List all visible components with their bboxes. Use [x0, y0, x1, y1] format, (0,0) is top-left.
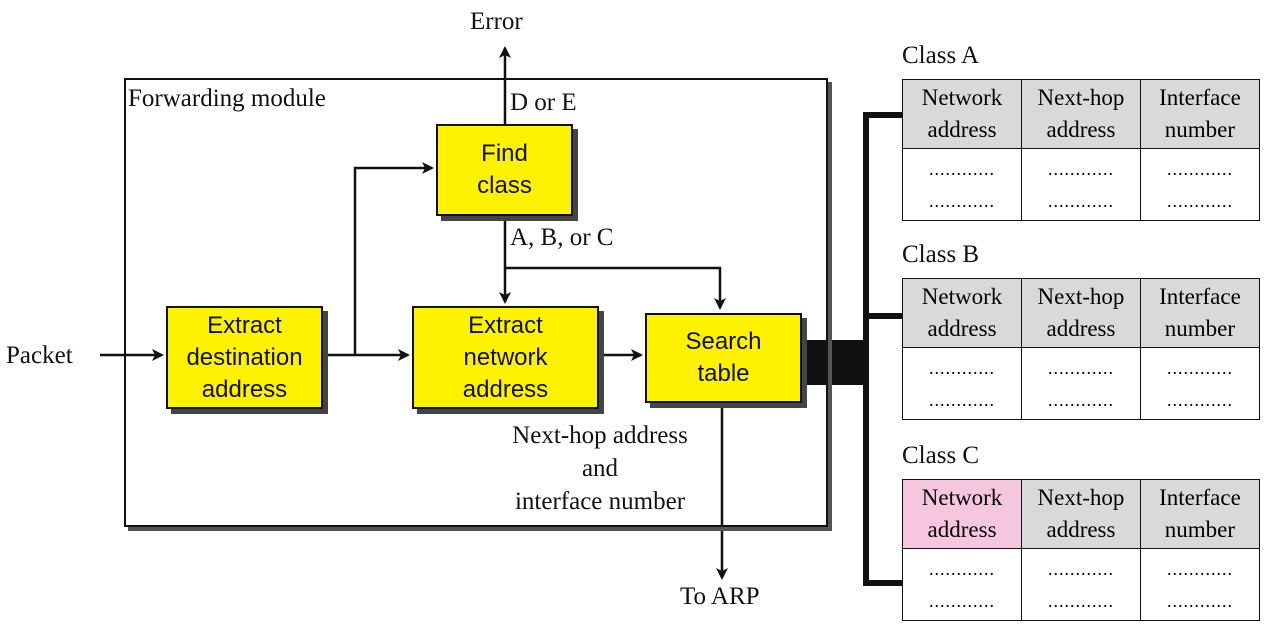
- class-b-cell: ............ ............: [1139, 347, 1261, 420]
- packet-label: Packet: [6, 342, 73, 369]
- extract-network-text: Extract network address: [462, 311, 549, 403]
- class-a-title: Class A: [902, 42, 980, 69]
- class-a-network-header: Network address: [901, 79, 1023, 149]
- class-a-cell: ............ ............: [901, 148, 1023, 221]
- forwarding-module-label: Forwarding module: [128, 85, 326, 112]
- d-or-e-label: D or E: [510, 89, 577, 116]
- class-a-table: Network address Next-hop address Interfa…: [901, 79, 1261, 221]
- class-a-cell: ............ ............: [1021, 148, 1141, 221]
- class-b-table: Network address Next-hop address Interfa…: [901, 278, 1261, 420]
- extract-destination-box: Extract destination address: [166, 306, 323, 409]
- forwarding-module-frame: [124, 78, 828, 527]
- bus-vertical: [863, 112, 902, 586]
- search-table-text: Search table: [685, 328, 762, 387]
- class-b-title: Class B: [902, 241, 980, 268]
- class-a-nexthop-header: Next-hop address: [1021, 79, 1141, 149]
- class-a-cell: ............ ............: [1139, 148, 1261, 221]
- class-b-cell: ............ ............: [901, 347, 1023, 420]
- class-c-cell: ............ ............: [1021, 548, 1141, 621]
- class-b-cell: ............ ............: [1021, 347, 1141, 420]
- class-b-interface-header: Interface number: [1139, 278, 1261, 348]
- class-a-interface-header: Interface number: [1139, 79, 1261, 149]
- find-class-text: Find class: [477, 140, 532, 199]
- error-label: Error: [470, 8, 523, 35]
- find-class-box: Find class: [436, 124, 573, 216]
- next-hop-info-label: Next-hop address and interface number: [512, 422, 688, 515]
- class-b-nexthop-header: Next-hop address: [1021, 278, 1141, 348]
- class-c-table: Network address Next-hop address Interfa…: [901, 479, 1261, 621]
- class-c-nexthop-header: Next-hop address: [1021, 479, 1141, 549]
- abc-label: A, B, or C: [510, 224, 614, 251]
- arrow-to-find-class: [353, 162, 434, 355]
- extract-network-box: Extract network address: [412, 306, 599, 409]
- class-c-cell: ............ ............: [1139, 548, 1261, 621]
- table-row: ............ ............ ............ .…: [901, 148, 1261, 221]
- table-row: ............ ............ ............ .…: [901, 347, 1261, 420]
- arrow-to-search-table-top: [505, 266, 726, 310]
- class-c-cell: ............ ............: [901, 548, 1023, 621]
- class-c-title: Class C: [902, 442, 980, 469]
- class-b-network-header: Network address: [901, 278, 1023, 348]
- to-arp-label: To ARP: [680, 583, 760, 610]
- search-table-box: Search table: [645, 313, 802, 403]
- table-bus-connector: [800, 340, 866, 385]
- table-row: ............ ............ ............ .…: [901, 548, 1261, 621]
- class-c-network-header: Network address: [901, 479, 1023, 549]
- class-c-interface-header: Interface number: [1139, 479, 1261, 549]
- extract-destination-text: Extract destination address: [186, 311, 303, 403]
